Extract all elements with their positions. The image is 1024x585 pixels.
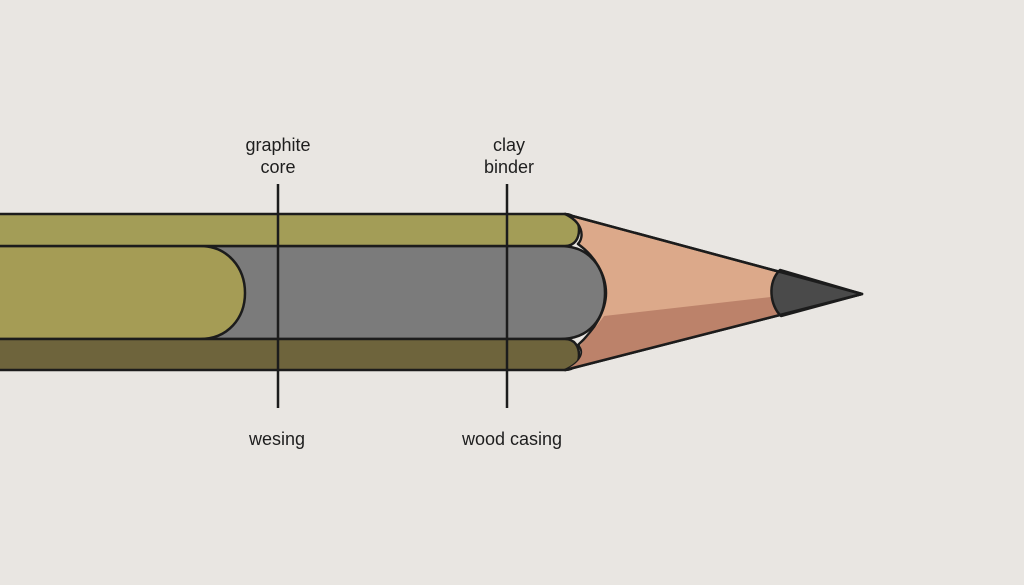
wood-casing-label: wood casing [461, 429, 563, 449]
casing-top-strip [0, 212, 581, 248]
clay-binder-label: clay binder [484, 134, 534, 178]
wood-cone-outline [564, 212, 864, 372]
clay-binder-label-line2: binder [483, 157, 535, 177]
lead-tip [770, 268, 864, 318]
clay-binder-label-line1: clay [492, 135, 526, 155]
graphite-core-label-line2: core [260, 157, 296, 177]
graphite-core-label-line1: graphite [245, 135, 311, 155]
wesing-label: wesing [248, 429, 306, 449]
casing-bottom-strip [0, 337, 581, 372]
inner-wood-segment [0, 244, 247, 341]
graphite-core-label: graphite core [245, 134, 310, 178]
